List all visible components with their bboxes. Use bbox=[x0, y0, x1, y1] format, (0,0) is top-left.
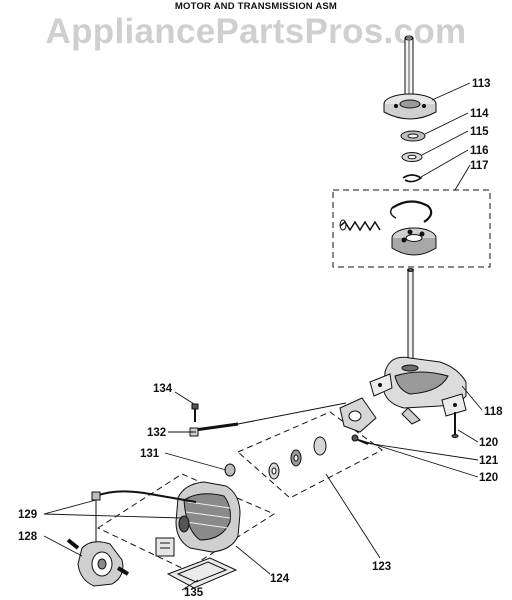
label-116: 116 bbox=[470, 145, 489, 157]
label-131: 131 bbox=[140, 448, 160, 460]
label-113: 113 bbox=[472, 78, 491, 90]
label-132: 132 bbox=[147, 427, 166, 439]
label-120-upper: 120 bbox=[479, 437, 498, 449]
label-117: 117 bbox=[470, 160, 489, 172]
clutch-assembly-box bbox=[332, 189, 491, 268]
label-129: 129 bbox=[18, 509, 37, 521]
motor-assembly-box bbox=[96, 473, 276, 571]
washer-illustration bbox=[400, 130, 426, 142]
pump-illustration bbox=[66, 538, 130, 587]
part-labels: 113 114 115 116 117 118 120 121 120 123 … bbox=[18, 78, 503, 599]
label-114: 114 bbox=[470, 108, 489, 120]
label-134: 134 bbox=[153, 383, 173, 395]
label-124: 124 bbox=[270, 573, 290, 585]
cover-plate-illustration bbox=[166, 557, 238, 589]
label-115: 115 bbox=[470, 126, 489, 138]
label-128: 128 bbox=[18, 531, 38, 543]
label-118: 118 bbox=[484, 406, 503, 418]
bolt-illustration bbox=[191, 403, 199, 422]
label-135: 135 bbox=[184, 587, 204, 599]
drive-block-illustration bbox=[383, 35, 437, 120]
coupler-assembly-box bbox=[237, 397, 383, 499]
watermark: AppliancePartsPros.com bbox=[45, 12, 467, 51]
label-121: 121 bbox=[479, 455, 499, 467]
screw-illustration-center bbox=[351, 434, 369, 445]
diagram-title: MOTOR AND TRANSMISSION ASM bbox=[174, 1, 338, 12]
transmission-illustration bbox=[369, 268, 467, 425]
label-120-lower: 120 bbox=[479, 472, 498, 484]
retaining-ring-illustration bbox=[402, 174, 423, 183]
grommet-illustration bbox=[224, 463, 236, 477]
leader-lines bbox=[43, 82, 483, 591]
screw-illustration-right bbox=[451, 412, 459, 438]
label-123: 123 bbox=[372, 561, 391, 573]
bracket-rod-illustration bbox=[189, 402, 347, 437]
ring-illustration bbox=[401, 152, 423, 162]
